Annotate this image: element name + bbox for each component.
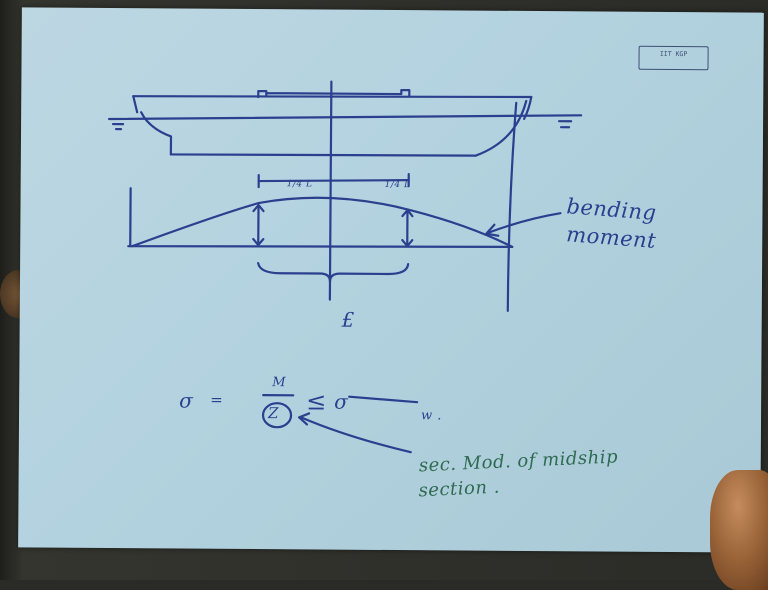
formula-lhs: σ [179, 389, 193, 413]
bm-pointer-arrow [488, 213, 560, 234]
centerline-label: £ [342, 308, 355, 332]
waterline-mark-right [559, 121, 571, 127]
span-label-right: 1/4 L [385, 180, 411, 190]
paper-sheet: IIT KGP [18, 7, 764, 552]
hull-bottom [171, 153, 476, 156]
stern-top [133, 96, 137, 112]
section-modulus-annotation-line2: section . [418, 477, 500, 502]
span-brace [258, 263, 408, 282]
centerline [330, 82, 332, 300]
bm-baseline [128, 244, 512, 249]
formula-equals: = [210, 391, 223, 409]
formula-rhs-subscript: w . [421, 408, 442, 423]
bending-moment-curve [132, 196, 512, 248]
formula-numerator: M [272, 375, 286, 390]
ship-bending-diagram [18, 7, 764, 552]
hull-bow [476, 101, 526, 156]
rhs-bar [349, 397, 417, 402]
formula-denominator: Z [268, 404, 279, 422]
formula-relation: ≤ [306, 387, 327, 415]
formula-rhs: σ [334, 390, 348, 414]
waterline-mark-left [113, 124, 123, 129]
z-pointer-arrow [301, 417, 411, 452]
span-label-left: 1/4 L [287, 179, 313, 189]
thumb [710, 470, 768, 590]
waterline [109, 112, 581, 122]
